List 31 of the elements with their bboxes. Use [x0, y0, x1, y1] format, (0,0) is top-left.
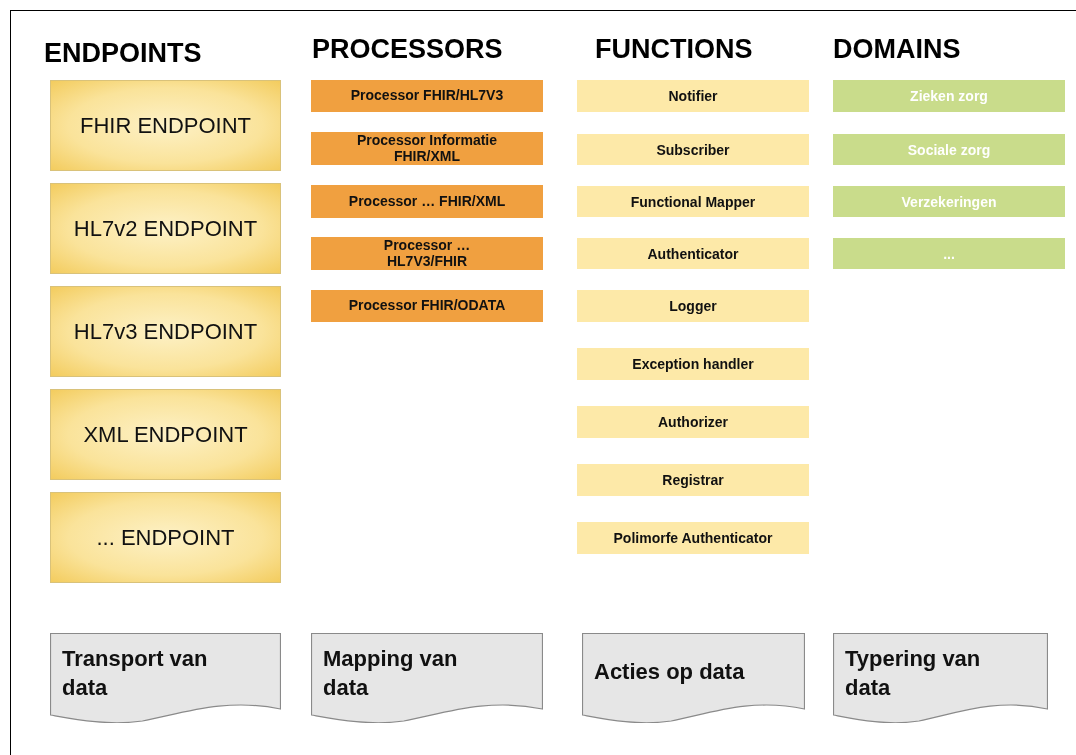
function-box: Authorizer — [577, 406, 809, 438]
domain-box: Sociale zorg — [833, 134, 1065, 165]
function-box: Authenticator — [577, 238, 809, 269]
endpoint-box: HL7v3 ENDPOINT — [50, 286, 281, 377]
function-box: Functional Mapper — [577, 186, 809, 217]
domain-box: Verzekeringen — [833, 186, 1065, 217]
processor-box: Processor FHIR/ODATA — [311, 290, 543, 322]
function-box: Polimorfe Authenticator — [577, 522, 809, 554]
document-shape: Mapping van data — [311, 633, 543, 723]
document-shape: Typering van data — [833, 633, 1048, 723]
column-heading: PROCESSORS — [312, 34, 503, 65]
column-heading: ENDPOINTS — [44, 38, 202, 69]
document-shape: Acties op data — [582, 633, 805, 723]
endpoint-box: ... ENDPOINT — [50, 492, 281, 583]
endpoint-box: XML ENDPOINT — [50, 389, 281, 480]
column-heading: FUNCTIONS — [595, 34, 753, 65]
domain-box: Zieken zorg — [833, 80, 1065, 112]
processor-box: Processor FHIR/HL7V3 — [311, 80, 543, 112]
processor-box: Processor Informatie FHIR/XML — [311, 132, 543, 165]
function-box: Notifier — [577, 80, 809, 112]
processor-box: Processor … FHIR/XML — [311, 185, 543, 218]
function-box: Logger — [577, 290, 809, 322]
function-box: Registrar — [577, 464, 809, 496]
endpoint-box: FHIR ENDPOINT — [50, 80, 281, 171]
function-box: Exception handler — [577, 348, 809, 380]
endpoint-box: HL7v2 ENDPOINT — [50, 183, 281, 274]
processor-box: Processor … HL7V3/FHIR — [311, 237, 543, 270]
function-box: Subscriber — [577, 134, 809, 165]
domain-box: ... — [833, 238, 1065, 269]
column-heading: DOMAINS — [833, 34, 961, 65]
document-shape: Transport van data — [50, 633, 281, 723]
